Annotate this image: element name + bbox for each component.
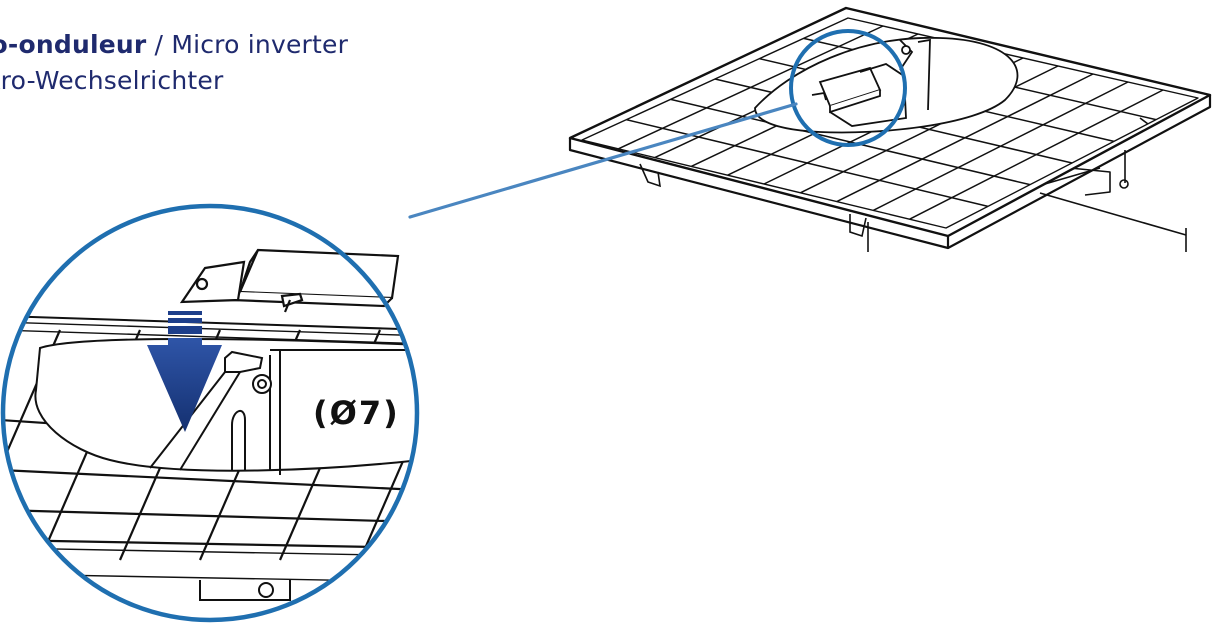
callout-circle-small: [789, 29, 907, 147]
detail-grid-line: [440, 330, 540, 560]
diagram-title: ro-onduleur / Micro inverter kro-Wechsel…: [0, 27, 498, 99]
hole-diameter-label: (Ø7): [313, 394, 400, 432]
detail-inverter: [179, 248, 400, 313]
panel-clips: [639, 117, 1149, 238]
callout-circle-large: [0, 203, 420, 623]
detail-grid-line: [3, 468, 417, 492]
panel-grid-line: [836, 73, 1094, 203]
micro-inverter-icon: [811, 63, 907, 127]
panel-grid-line: [618, 25, 884, 150]
detail-grid-line: [520, 330, 620, 560]
detail-grid-line: [600, 330, 700, 560]
title-part1-rest: / Micro inverter: [146, 30, 349, 59]
panel-grid-line: [909, 89, 1164, 220]
leader-line: [408, 102, 798, 219]
title-part2: kro-Wechselrichter: [0, 66, 224, 95]
panel-grid-line: [872, 81, 1129, 212]
title-part1-bold: ro-onduleur: [0, 30, 147, 59]
down-arrow-icon: [147, 311, 222, 432]
panel-cutaway: [754, 36, 1019, 134]
detail-grid-line: [3, 508, 417, 524]
